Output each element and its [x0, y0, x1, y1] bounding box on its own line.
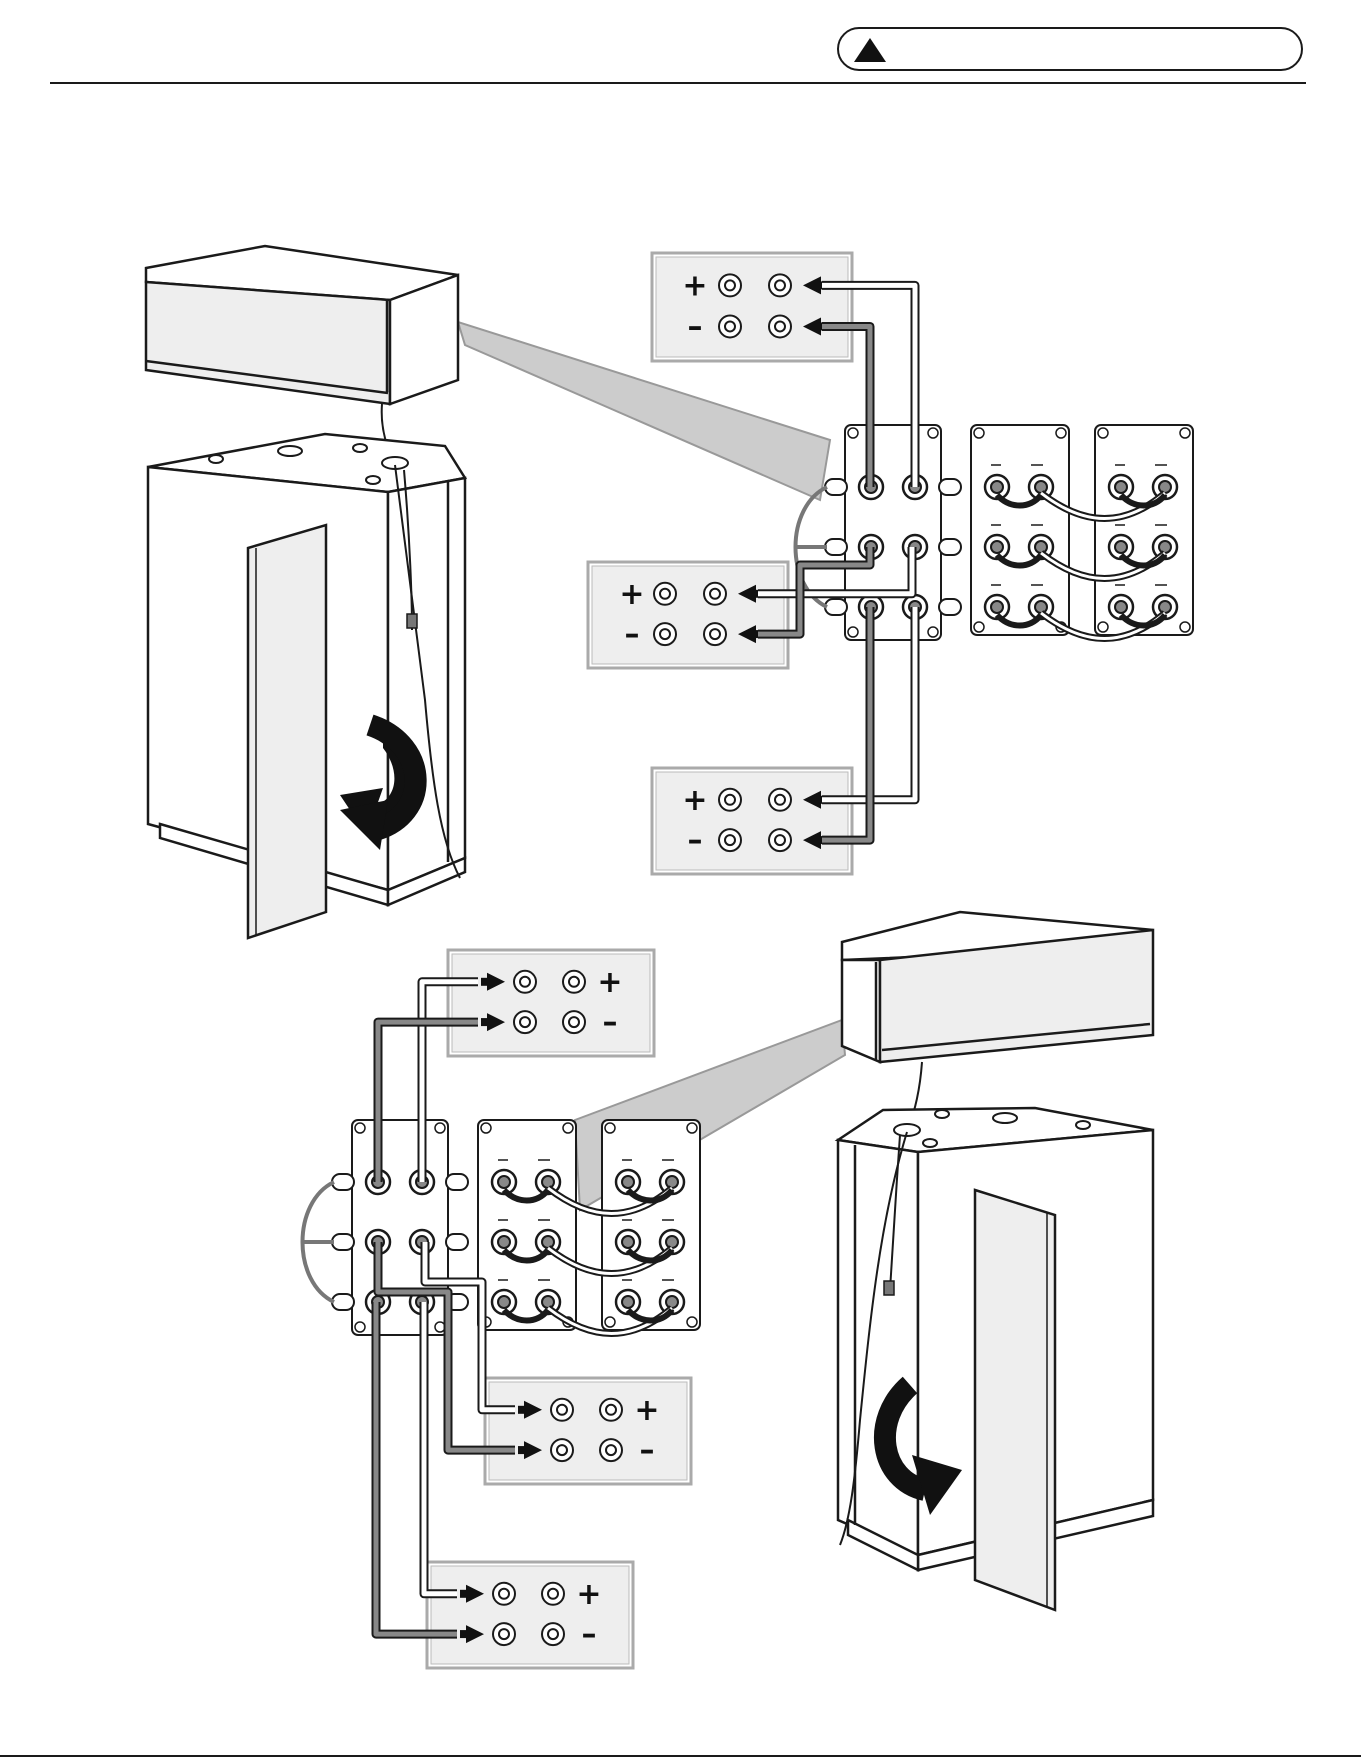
- polarity-minus-label: –: [688, 309, 703, 344]
- speaker-head-top: [146, 246, 458, 404]
- polarity-plus-label: +: [619, 577, 644, 612]
- polarity-plus-label: +: [597, 965, 622, 1000]
- polarity-minus-label: –: [640, 1433, 655, 1468]
- polarity-minus-label: –: [688, 823, 703, 858]
- amplifier-panel-bottom-amp-3: +–: [427, 1562, 633, 1668]
- side-panel-top: [248, 525, 326, 938]
- amplifier-panel-bottom-amp-2: +–: [485, 1378, 691, 1484]
- polarity-minus-label: –: [625, 617, 640, 652]
- polarity-plus-label: +: [576, 1577, 601, 1612]
- amplifier-panel-top-amp-2: +–: [588, 562, 788, 668]
- driver-terminal-board: [971, 425, 1069, 635]
- cable-connector-bottom: [884, 1281, 894, 1295]
- amplifier-panel-top-amp-3: +–: [652, 768, 852, 874]
- amplifier-panel-top-amp-1: +–: [652, 253, 852, 361]
- polarity-minus-label: –: [603, 1005, 618, 1040]
- polarity-plus-label: +: [682, 268, 707, 303]
- side-panel-bottom: [975, 1190, 1055, 1610]
- driver-terminal-board: [1095, 425, 1193, 635]
- crossover-terminal-board: [303, 1120, 469, 1335]
- cable-connector-top: [407, 614, 417, 628]
- driver-terminal-board: [602, 1120, 700, 1330]
- driver-terminal-board: [478, 1120, 576, 1330]
- speaker-head-bottom: [842, 912, 1153, 1062]
- polarity-minus-label: –: [582, 1617, 597, 1652]
- polarity-plus-label: +: [634, 1393, 659, 1428]
- amplifier-panel-bottom-amp-1: +–: [448, 950, 654, 1056]
- polarity-plus-label: +: [682, 783, 707, 818]
